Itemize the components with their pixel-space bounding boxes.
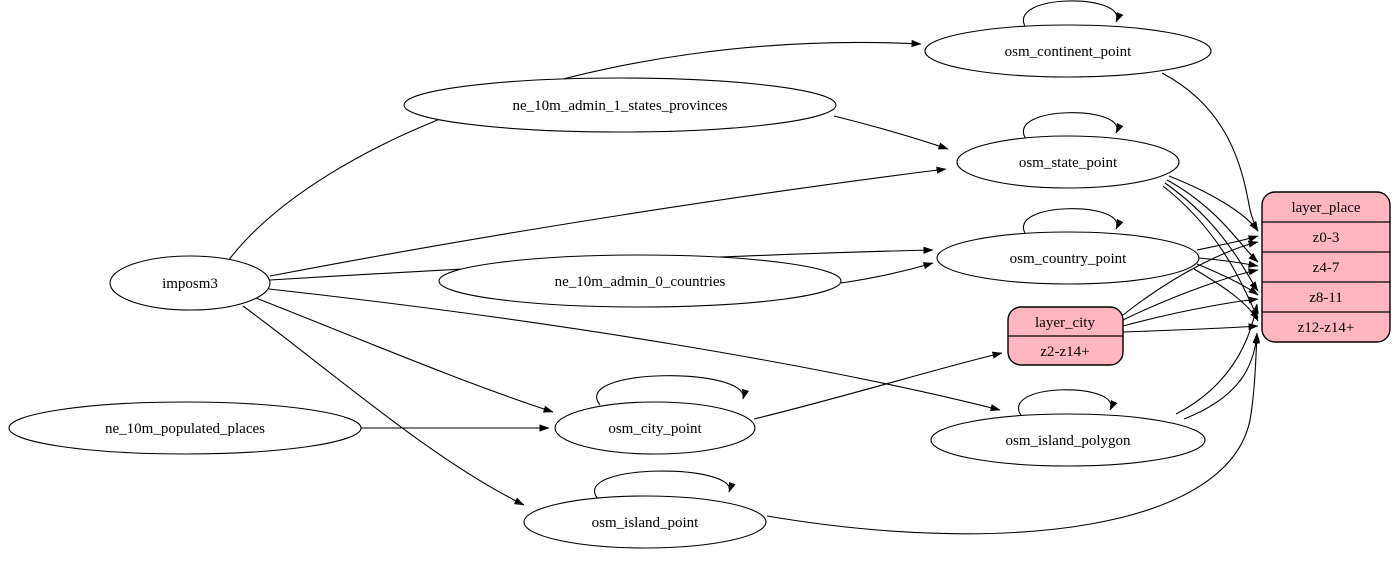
- node-osm_continent_point-shape: [924, 24, 1212, 78]
- node-osm_state_point-shape: [956, 135, 1180, 189]
- edge-osm_continent_point-to-layer_place-z0-3: [1161, 72, 1259, 232]
- node-osm_continent_point-label: osm_continent_point: [1005, 44, 1132, 60]
- record-layer_place-row-z4-7: z4-7: [1313, 260, 1340, 276]
- edge-imposm3-to-osm_state_point: [269, 166, 947, 277]
- node-osm_country_point-shape: [936, 231, 1200, 285]
- self-loop-osm_country_point: [1022, 208, 1124, 236]
- node-imposm3-shape: [109, 255, 271, 311]
- edge-imposm3-to-osm_island_polygon: [268, 288, 1001, 412]
- node-osm_island_polygon-shape: [930, 413, 1206, 467]
- record-layer_place: layer_place z0-3 z4-7 z8-11 z12-z14+: [1261, 191, 1391, 343]
- node-ne_10m_admin_0_countries-label: ne_10m_admin_0_countries: [555, 274, 726, 290]
- self-loop-osm_island_point: [594, 470, 736, 500]
- node-osm_island_point-label: osm_island_point: [592, 515, 700, 531]
- edge-osm_state_point-to-layer_place-z0-3: [1168, 175, 1259, 232]
- edge-osm_island_polygon-to-layer_place-z8-11: [1175, 303, 1259, 415]
- node-ne_10m_populated_places-shape: [8, 401, 362, 455]
- edge-layer_city-to-layer_place-z0-3: [1122, 240, 1259, 316]
- node-osm_island_polygon: osm_island_polygon: [930, 413, 1206, 467]
- edge-osm_city_point-to-layer_city-z2-z14: [753, 351, 1003, 420]
- edge-layer_city-to-layer_place-z4-7: [1122, 268, 1259, 321]
- edge-osm_state_point-to-layer_place-z8-11: [1164, 182, 1259, 292]
- record-layer_place-title: layer_place: [1291, 200, 1360, 216]
- node-ne_10m_populated_places: ne_10m_populated_places: [8, 401, 362, 455]
- edge-osm_country_point-to-layer_place-z4-7: [1198, 257, 1259, 268]
- edge-imposm3-to-osm_city_point: [255, 297, 554, 413]
- node-ne_10m_admin_1_states_provinces: ne_10m_admin_1_states_provinces: [403, 77, 837, 133]
- edge-osm_island_polygon-to-layer_place-z12-z14: [1183, 333, 1260, 420]
- node-osm_city_point: osm_city_point: [554, 401, 756, 455]
- record-layer_city-title: layer_city: [1035, 315, 1095, 331]
- edge-layer: [227, 0, 1261, 535]
- edge-osm_country_point-to-layer_place-z0-3: [1196, 235, 1259, 251]
- edge-osm_state_point-to-layer_place-z4-7: [1166, 179, 1259, 263]
- node-ne_10m_admin_0_countries-shape: [438, 254, 842, 308]
- node-osm_island_polygon-label: osm_island_polygon: [1005, 433, 1131, 449]
- edge-osm_country_point-to-layer_place-z8-11: [1196, 263, 1259, 296]
- edge-imposm3-to-osm_continent_point: [227, 39, 922, 262]
- record-layer_place-row-z12-z14: z12-z14+: [1298, 320, 1355, 336]
- node-osm_city_point-label: osm_city_point: [608, 421, 702, 437]
- edge-osm_country_point-to-layer_place-z12-z14: [1193, 268, 1259, 322]
- node-ne_10m_admin_0_countries: ne_10m_admin_0_countries: [438, 254, 842, 308]
- node-osm_country_point-label: osm_country_point: [1010, 251, 1127, 267]
- self-loop-osm_city_point: [596, 375, 749, 406]
- node-osm_state_point-label: osm_state_point: [1019, 155, 1118, 171]
- edge-layer_city-to-layer_place-z8-11: [1122, 296, 1259, 327]
- node-osm_city_point-shape: [554, 401, 756, 455]
- node-osm_state_point: osm_state_point: [956, 135, 1180, 189]
- edge-layer_city-to-layer_place-z12-z14: [1122, 323, 1259, 333]
- record-layer_city-row-z2-z14: z2-z14+: [1040, 344, 1089, 360]
- record-layer_place-row-z8-11: z8-11: [1309, 290, 1343, 306]
- node-ne_10m_populated_places-label: ne_10m_populated_places: [105, 421, 265, 437]
- edge-ne_10m_admin_1_states_provinces-to-osm_state_point: [833, 115, 949, 150]
- edge-osm_island_point-to-layer_place-z12-z14: [766, 332, 1261, 535]
- self-loop-osm_island_polygon: [1018, 389, 1118, 418]
- node-ne_10m_admin_1_states_provinces-shape: [403, 77, 837, 133]
- self-loop-osm_continent_point: [1022, 0, 1124, 29]
- self-loop-osm_state_point: [1022, 112, 1124, 140]
- node-osm_island_point-shape: [523, 495, 767, 549]
- edge-imposm3-to-osm_island_point: [242, 305, 525, 506]
- node-ne_10m_admin_1_states_provinces-label: ne_10m_admin_1_states_provinces: [513, 98, 728, 114]
- node-imposm3-label: imposm3: [162, 276, 218, 292]
- record-layer_place-box: [1261, 191, 1391, 343]
- edge-ne_10m_admin_0_countries-to-osm_country_point: [840, 262, 934, 284]
- node-osm_country_point: osm_country_point: [936, 231, 1200, 285]
- record-layer_city: layer_city z2-z14+: [1007, 306, 1124, 366]
- record-layer_place-row-z0-3: z0-3: [1313, 230, 1340, 246]
- node-layer: imposm3 ne_10m_admin_1_states_provinces …: [8, 24, 1212, 549]
- node-osm_continent_point: osm_continent_point: [924, 24, 1212, 78]
- node-osm_island_point: osm_island_point: [523, 495, 767, 549]
- node-imposm3: imposm3: [109, 255, 271, 311]
